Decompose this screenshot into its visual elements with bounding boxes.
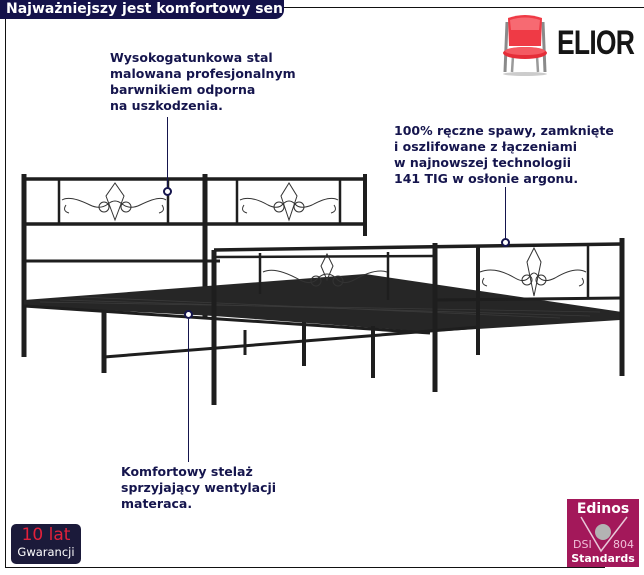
bottom-divider [5,567,605,568]
brand-logo: ELIOR [495,10,644,78]
callout-ventilation: Komfortowy stelaż sprzyjający wentylacji… [121,464,277,511]
brand-name: ELIOR [557,24,635,62]
certification-badge: Edinos DSI 804 Standards [567,499,639,567]
callout-leader-frame [188,319,189,462]
callout-steel-quality: Wysokogatunkowa stal malowana profesjona… [110,50,296,113]
cert-brand: Edinos [576,501,630,517]
warranty-label: Gwarancji [17,545,75,559]
callout-leader-footboard [505,187,506,239]
callout-leader-headboard [167,117,168,188]
warranty-years: 10 lat [21,525,71,545]
callout-marker-footboard [501,238,510,247]
left-divider [5,19,6,568]
cert-number: 804 [613,538,634,551]
callout-marker-headboard [163,187,172,196]
warranty-badge: 10 lat Gwarancji [11,524,81,564]
cert-dsi: DSI [573,538,592,551]
callout-marker-frame [184,310,193,319]
page-title: Najważniejszy jest komfortowy sen [0,0,284,19]
cert-standards: Standards [571,552,635,565]
top-divider [284,7,644,8]
red-chair-icon [503,15,547,76]
callout-welding: 100% ręczne spawy, zamknięte i oszlifowa… [394,123,614,186]
checkmark-icon [580,516,628,553]
